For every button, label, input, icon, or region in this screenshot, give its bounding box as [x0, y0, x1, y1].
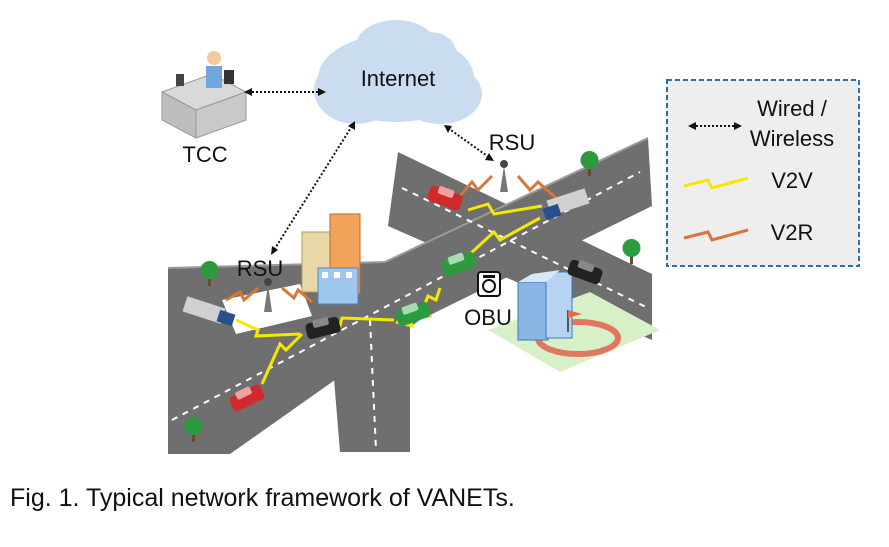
legend-v2r-symbol	[683, 228, 749, 242]
truck-icon	[542, 188, 590, 221]
v2r-signals	[225, 174, 557, 304]
legend-v2r-label: V2R	[771, 220, 814, 245]
tree-icon	[580, 151, 599, 176]
wired-wireless-links	[248, 91, 491, 251]
internet-label: Internet	[361, 66, 436, 91]
tcc-label: TCC	[182, 142, 227, 167]
tree-icon	[184, 417, 203, 442]
cross-road-lower	[330, 300, 410, 452]
building-icon	[517, 270, 582, 341]
tree-icon	[622, 239, 641, 264]
legend-wired-line2: Wireless	[750, 126, 834, 151]
tree-icon	[200, 261, 219, 286]
rsu-left-label: RSU	[237, 256, 283, 281]
cloud-icon	[314, 20, 482, 124]
obu-device-icon	[477, 271, 501, 297]
legend-v2v-symbol	[683, 176, 749, 190]
rsu-tower-icon	[264, 278, 272, 312]
legend: Wired / Wireless V2V V2R	[666, 79, 860, 267]
arrowheads	[244, 88, 494, 255]
car-icon	[395, 301, 431, 327]
building-icon	[301, 213, 361, 305]
truck-icon	[182, 296, 236, 327]
car-icon	[441, 251, 477, 277]
car-icon	[427, 185, 463, 211]
car-icon	[229, 384, 265, 412]
road-network	[167, 137, 652, 454]
rsu-tower-icon	[500, 160, 508, 192]
figure-caption: Fig. 1. Typical network framework of VAN…	[10, 484, 515, 512]
operator-desk-icon	[160, 51, 248, 139]
legend-wired-line1: Wired /	[757, 96, 828, 121]
car-icon	[567, 259, 603, 285]
legend-wired-symbol	[688, 122, 742, 130]
rsu-top-label: RSU	[489, 130, 535, 155]
legend-v2v-label: V2V	[771, 168, 813, 193]
obu-label: OBU	[464, 305, 512, 330]
car-icon	[305, 316, 341, 340]
